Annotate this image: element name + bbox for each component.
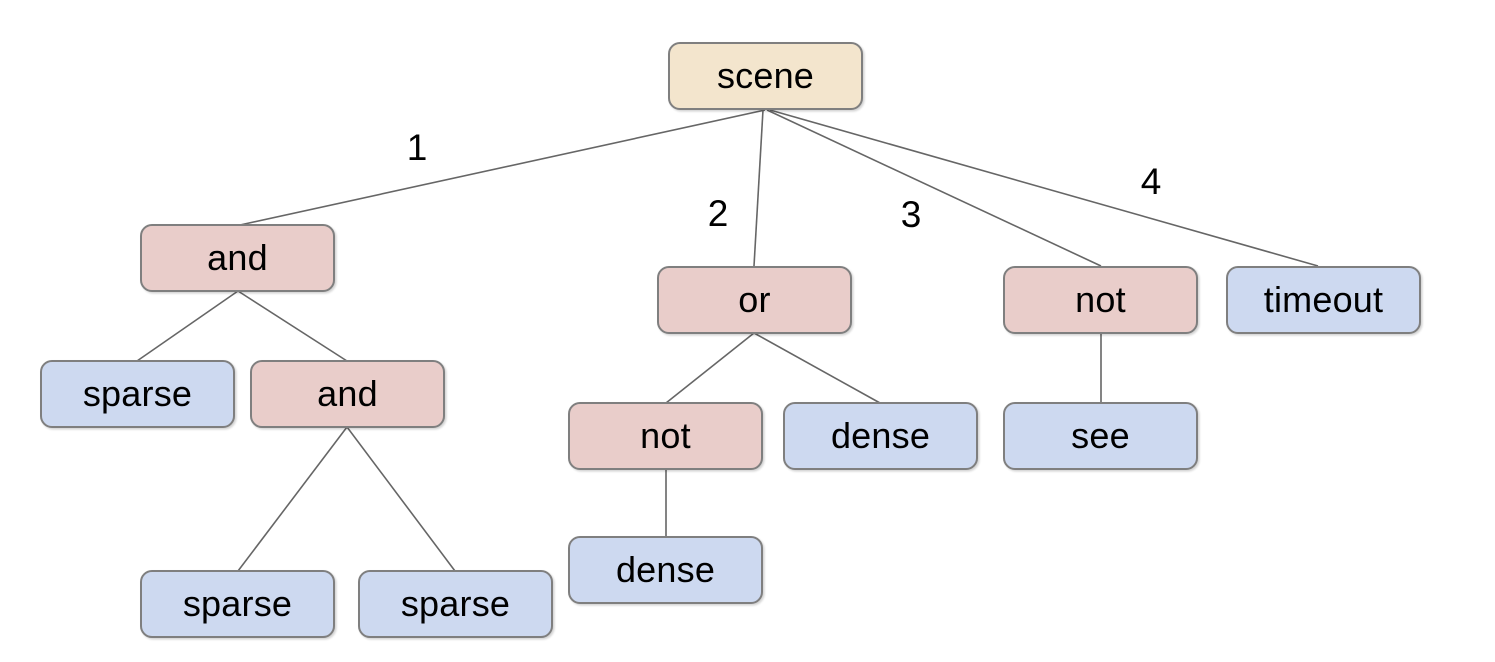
node-dense-under-not: dense bbox=[568, 536, 763, 604]
edge-and2-sparse-left bbox=[237, 426, 348, 572]
node-sparse-bottom-right: sparse bbox=[358, 570, 553, 638]
edge-scene-timeout bbox=[769, 109, 1319, 267]
edge-and-sparse bbox=[136, 290, 239, 362]
edge-or-dense bbox=[753, 332, 881, 404]
node-see: see bbox=[1003, 402, 1198, 470]
edge-or-not bbox=[665, 332, 755, 404]
edge-and2-sparse-right bbox=[346, 426, 456, 572]
edge-label-3: 3 bbox=[900, 194, 922, 235]
node-timeout: timeout bbox=[1226, 266, 1421, 334]
node-and-level2: and bbox=[250, 360, 445, 428]
node-or: or bbox=[657, 266, 852, 334]
edge-label-2: 2 bbox=[707, 193, 729, 234]
edge-scene-not bbox=[766, 109, 1102, 267]
edge-scene-and bbox=[239, 109, 766, 226]
edge-scene-or bbox=[753, 109, 764, 267]
node-sparse-bottom-left: sparse bbox=[140, 570, 335, 638]
edge-label-4: 4 bbox=[1140, 161, 1162, 202]
node-not-under-or: not bbox=[568, 402, 763, 470]
node-scene: scene bbox=[668, 42, 863, 110]
node-and-level1: and bbox=[140, 224, 335, 292]
node-dense-under-or: dense bbox=[783, 402, 978, 470]
node-sparse-level2: sparse bbox=[40, 360, 235, 428]
node-not-right: not bbox=[1003, 266, 1198, 334]
edge-label-1: 1 bbox=[406, 127, 428, 168]
edge-and-and bbox=[237, 290, 348, 362]
